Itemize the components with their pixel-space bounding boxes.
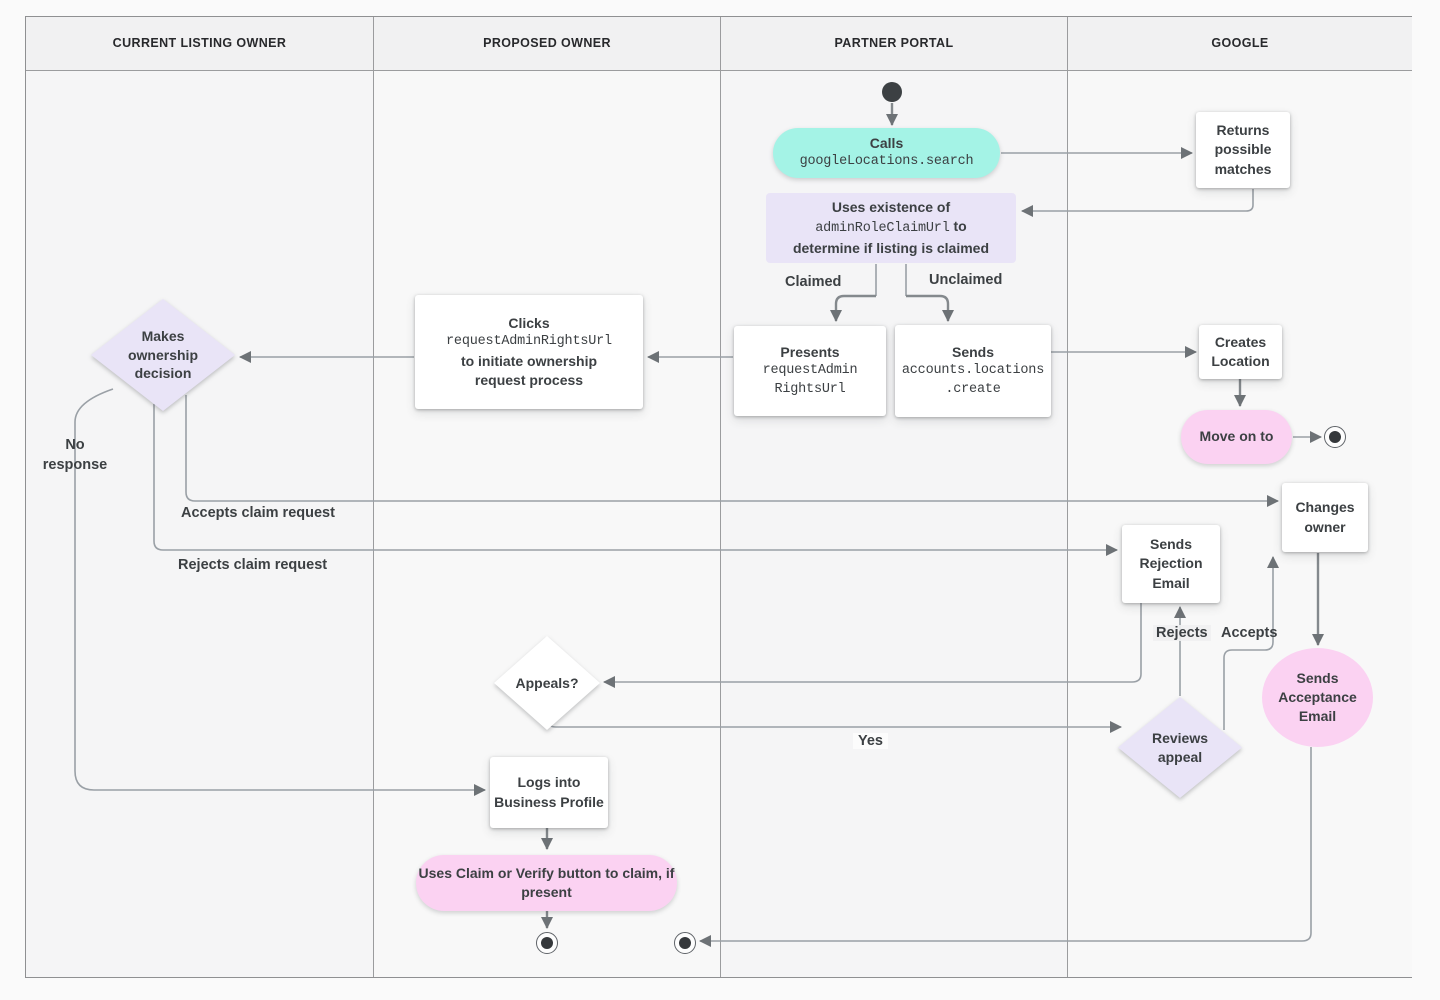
decision-diamond: Reviews appeal bbox=[1118, 697, 1242, 798]
lane-header: GOOGLE bbox=[1068, 17, 1412, 71]
node-code: requestAdmin bbox=[762, 363, 858, 379]
lane-header: PARTNER PORTAL bbox=[721, 17, 1067, 71]
node-line: request process bbox=[474, 371, 584, 388]
node-text: Returns possible matches bbox=[1214, 122, 1272, 177]
lane-header: CURRENT LISTING OWNER bbox=[26, 17, 373, 71]
node-text: Sends Acceptance Email bbox=[1278, 669, 1357, 725]
node-title: Presents bbox=[780, 343, 840, 360]
node-appeals-decision: Appeals? bbox=[494, 636, 600, 730]
node-uses-claim-or-verify-button: Uses Claim or Verify button to claim, if… bbox=[416, 855, 677, 911]
node-sends-rejection-email: Sends Rejection Email bbox=[1122, 525, 1220, 603]
start-node bbox=[882, 82, 902, 102]
node-text: Creates Location bbox=[1211, 333, 1270, 369]
node-title: Sends bbox=[951, 343, 994, 360]
node-clicks-requestadminrightsurl: Clicks requestAdminRightsUrl to initiate… bbox=[415, 295, 643, 409]
node-uses-existence-adminroleclaimurl: Uses existence of adminRoleClaimUrl to d… bbox=[766, 193, 1016, 263]
node-line: determine if listing is claimed bbox=[792, 239, 990, 256]
lane-current-listing-owner: CURRENT LISTING OWNER bbox=[26, 17, 373, 977]
edge-label-claimed: Claimed bbox=[785, 274, 842, 290]
node-text: Logs into Business Profile bbox=[494, 774, 604, 810]
end-node bbox=[674, 932, 696, 954]
node-line-suffix: to bbox=[949, 218, 967, 235]
edge-label-yes: Yes bbox=[853, 733, 888, 749]
lane-header: PROPOSED OWNER bbox=[374, 17, 720, 71]
node-title: Calls bbox=[869, 135, 904, 152]
edge-label-rejects: Rejects bbox=[1153, 625, 1211, 641]
end-node bbox=[536, 932, 558, 954]
node-sends-accounts-locations-create: Sends accounts.locations .create bbox=[895, 325, 1051, 417]
decision-diamond: Appeals? bbox=[494, 636, 600, 730]
node-text: Changes owner bbox=[1295, 499, 1355, 535]
node-text: Sends Rejection Email bbox=[1139, 536, 1203, 591]
node-reviews-appeal: Reviews appeal bbox=[1118, 697, 1242, 798]
end-node-dot bbox=[679, 937, 691, 949]
node-line: Uses existence of bbox=[831, 198, 951, 215]
end-node bbox=[1324, 426, 1346, 448]
end-node-dot bbox=[1329, 431, 1341, 443]
node-code: accounts.locations bbox=[901, 363, 1045, 379]
node-move-on-to: Move on to bbox=[1181, 410, 1292, 464]
node-text: Move on to bbox=[1199, 428, 1274, 445]
node-creates-location: Creates Location bbox=[1199, 325, 1282, 379]
node-calls-googlelocations-search: Calls googleLocations.search bbox=[773, 128, 1000, 178]
edge-label-unclaimed: Unclaimed bbox=[929, 272, 1003, 288]
node-title: Clicks bbox=[508, 314, 550, 331]
node-changes-owner: Changes owner bbox=[1282, 483, 1368, 552]
node-sends-acceptance-email: Sends Acceptance Email bbox=[1262, 648, 1373, 747]
node-line: adminRoleClaimUrl to bbox=[815, 217, 966, 239]
node-returns-possible-matches: Returns possible matches bbox=[1196, 112, 1290, 188]
node-line: to initiate ownership bbox=[460, 352, 598, 369]
node-code: RightsUrl bbox=[774, 381, 846, 397]
node-text: Uses Claim or Verify button to claim, if… bbox=[418, 864, 675, 900]
edge-label-accepts-claim-request: Accepts claim request bbox=[181, 505, 335, 521]
node-code: .create bbox=[945, 381, 1001, 397]
node-code: adminRoleClaimUrl bbox=[815, 221, 950, 237]
edge-label-accepts: Accepts bbox=[1221, 625, 1278, 641]
node-presents-requestadminrightsurl: Presents requestAdmin RightsUrl bbox=[734, 326, 886, 416]
node-makes-ownership-decision: Makes ownership decision bbox=[91, 299, 235, 411]
node-logs-into-business-profile: Logs into Business Profile bbox=[490, 757, 608, 828]
edge-label-no-response: No response bbox=[42, 437, 108, 474]
node-code: googleLocations.search bbox=[799, 154, 974, 170]
end-node-dot bbox=[541, 937, 553, 949]
edge-label-rejects-claim-request: Rejects claim request bbox=[178, 557, 328, 573]
node-code: requestAdminRightsUrl bbox=[446, 334, 612, 350]
lane-proposed-owner: PROPOSED OWNER bbox=[373, 17, 720, 977]
decision-diamond: Makes ownership decision bbox=[91, 299, 235, 411]
